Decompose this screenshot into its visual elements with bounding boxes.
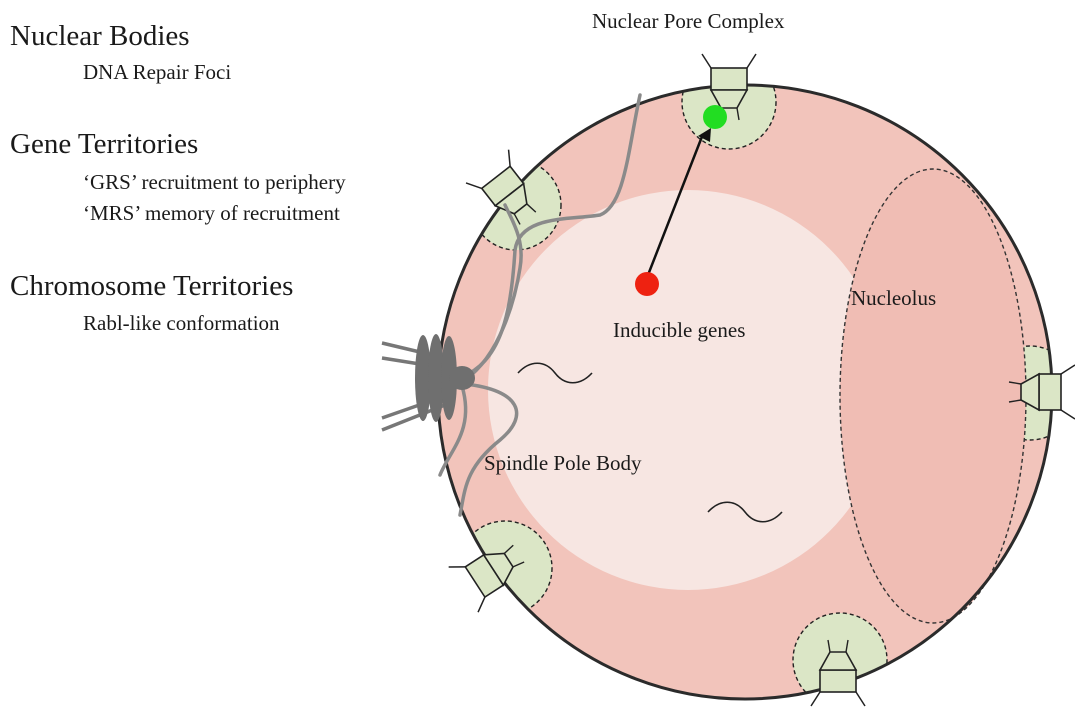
label-spindle-pole-body: Spindle Pole Body (484, 451, 642, 475)
label-nucleolus: Nucleolus (851, 286, 936, 310)
active-gene-dot (703, 105, 727, 129)
inducible-gene-dot (635, 272, 659, 296)
nucleolus (840, 169, 1026, 623)
nuclear-interior (488, 190, 888, 590)
label-nuclear-pore-complex: Nuclear Pore Complex (592, 9, 785, 33)
label-inducible-genes: Inducible genes (613, 318, 745, 342)
